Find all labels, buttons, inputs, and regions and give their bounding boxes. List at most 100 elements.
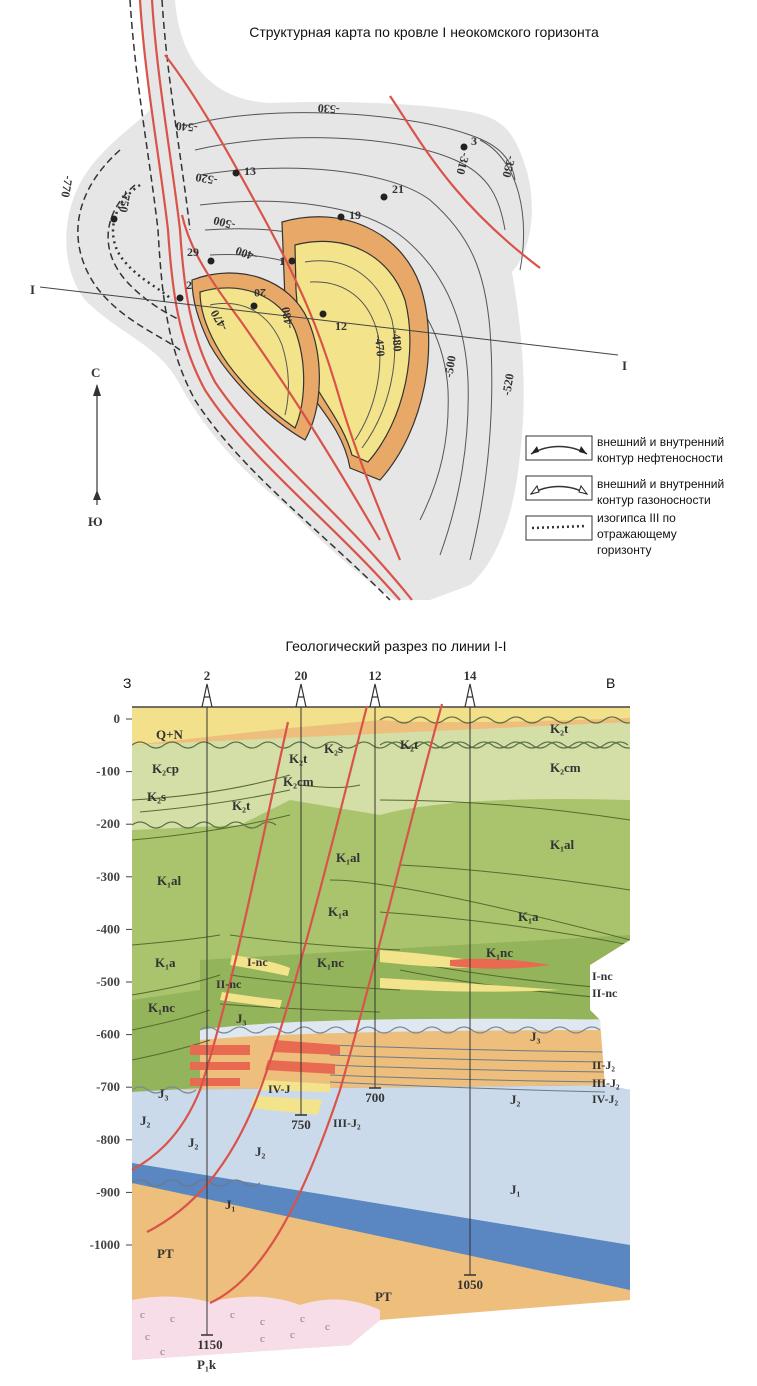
svg-text:c: c [325, 1321, 330, 1333]
label: контур газоносности [597, 493, 711, 507]
svg-text:c: c [260, 1333, 265, 1345]
label: -520 [194, 170, 218, 188]
label: отражающему [597, 527, 677, 541]
label: K₁al [336, 850, 361, 865]
depth-tick-label: -900 [96, 1184, 120, 1199]
oil-zone-left [199, 287, 305, 429]
depth-tick-label: -1000 [90, 1237, 120, 1252]
east-label: В [606, 675, 615, 691]
depth-tick-label: -300 [96, 869, 120, 884]
map-title: Структурная карта по кровле I неокомског… [249, 24, 599, 40]
isohypse-icon [531, 524, 587, 530]
depth-tick-label: -200 [96, 816, 120, 831]
label: -520 [499, 372, 517, 396]
well-name: 20 [295, 668, 308, 683]
well-label: 3 [471, 134, 477, 148]
well-name: 12 [369, 668, 382, 683]
label: изогипса III по [597, 511, 676, 525]
label: I-nc [592, 969, 613, 983]
well-14: 14 1050 [457, 668, 483, 1292]
depth-tick-label: -400 [96, 921, 120, 936]
section-line-label-start: I [30, 282, 35, 297]
label: J₂ [255, 1144, 266, 1159]
label: II-nc [216, 977, 242, 991]
label: Q+N [156, 727, 184, 742]
well-label: 21 [392, 182, 404, 196]
derrick-icon [464, 683, 476, 708]
label: K₁nc [317, 955, 344, 970]
label: горизонту [597, 543, 651, 557]
well-depth: 1050 [457, 1277, 483, 1292]
label: контур нефтеносности [597, 451, 723, 465]
label: K₁a [328, 904, 349, 919]
depth-tick-label: -500 [96, 974, 120, 989]
label: -500 [441, 354, 459, 378]
derrick-icon [295, 683, 307, 708]
depth-tick-label: -100 [96, 764, 120, 779]
label: -480 [278, 306, 296, 330]
label: K₁a [155, 955, 176, 970]
label: K₁al [550, 837, 575, 852]
depth-tick-label: -700 [96, 1079, 120, 1094]
label: K₂cp [152, 761, 179, 776]
well-label: 13 [244, 164, 256, 178]
well-label: 2 [186, 278, 192, 292]
label: -770 [58, 174, 76, 198]
north-arrow: С Ю [88, 365, 103, 529]
svg-text:c: c [160, 1346, 165, 1358]
label: K₂t [400, 737, 419, 752]
well-label: 12 [335, 319, 347, 333]
depth-tick-label: -600 [96, 1027, 120, 1042]
svg-text:c: c [260, 1316, 265, 1328]
map-legend: внешний и внутренний контур нефтеносност… [525, 435, 724, 557]
label: внешний и внутренний [597, 477, 724, 491]
label: I-nc [247, 955, 268, 969]
arrow-up-icon [93, 384, 101, 396]
well-label: 1 [279, 254, 285, 268]
label: K₂s [147, 789, 166, 804]
well-label: 20 [254, 286, 266, 300]
label: -750 [116, 189, 134, 213]
label: -500 [212, 213, 237, 232]
well-depth: 750 [291, 1117, 311, 1132]
label: II-J₂ [592, 1058, 615, 1072]
label: K₂s [324, 741, 343, 756]
depth-axis: 0-100-200-300-400-500-600-700-800-900-10… [90, 711, 132, 1252]
label: J₂ [510, 1092, 521, 1107]
label: K₂t [550, 721, 569, 736]
derrick-icon [201, 683, 213, 708]
well-12: 12 700 [365, 668, 385, 1105]
structure-map: I I 3 13 21 19 29 1 2 20 12 -530 -540 -5… [30, 0, 627, 601]
unit-labels: Q+N K₂cp K₂s K₂t K₂t K₂cm K₂s K₂t K₂t K₂… [140, 721, 581, 1372]
label: K₂cm [550, 760, 581, 775]
well-depth: 700 [365, 1090, 385, 1105]
label: K₂t [289, 751, 308, 766]
label: III-J₂ [592, 1076, 620, 1090]
depth-tick-label: -800 [96, 1132, 120, 1147]
label: K₁a [518, 909, 539, 924]
well-label: 29 [187, 245, 199, 259]
well-label: 19 [349, 208, 361, 222]
label: J₂ [140, 1113, 151, 1128]
svg-text:c: c [290, 1329, 295, 1341]
label: -350 [499, 154, 518, 179]
section-title: Геологический разрез по линии I-I [285, 638, 506, 654]
label: K₁al [157, 873, 182, 888]
section-line-label-end: I [622, 358, 627, 373]
label: -480 [389, 329, 405, 352]
label: PT [157, 1246, 174, 1261]
svg-text:c: c [170, 1313, 175, 1325]
label: J₃ [158, 1086, 169, 1101]
label: -310 [453, 151, 472, 176]
label: J₁ [225, 1197, 236, 1212]
label: P₁k [197, 1357, 217, 1372]
label: PT [375, 1289, 392, 1304]
well-name: 14 [464, 668, 478, 683]
oil-contour-icon [531, 446, 587, 454]
label: K₂t [232, 798, 251, 813]
label: K₁nc [148, 1000, 175, 1015]
label: J₁ [510, 1182, 521, 1197]
